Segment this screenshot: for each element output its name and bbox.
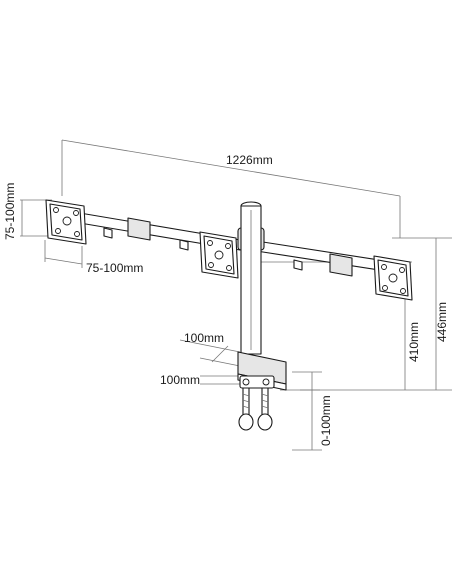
pole [240, 205, 262, 355]
right-vesa-plate [373, 255, 413, 301]
clamp-depth-top-label: 100mm [184, 331, 224, 345]
total-width-label: 1226mm [226, 153, 273, 167]
left-vesa-plate [45, 199, 87, 245]
pole-height-label: 410mm [407, 322, 421, 362]
right-arm [249, 239, 393, 277]
clamp-bolts [238, 387, 273, 431]
clamp-depth-bottom-label: 100mm [160, 373, 200, 387]
center-vesa-plate [199, 231, 239, 279]
desk-clamp [237, 351, 287, 391]
desk-thickness-label: 0-100mm [319, 395, 333, 446]
vesa-horizontal-label: 75-100mm [86, 261, 143, 275]
vesa-vertical-label: 75-100mm [3, 183, 17, 240]
overall-height-label: 446mm [435, 302, 449, 342]
